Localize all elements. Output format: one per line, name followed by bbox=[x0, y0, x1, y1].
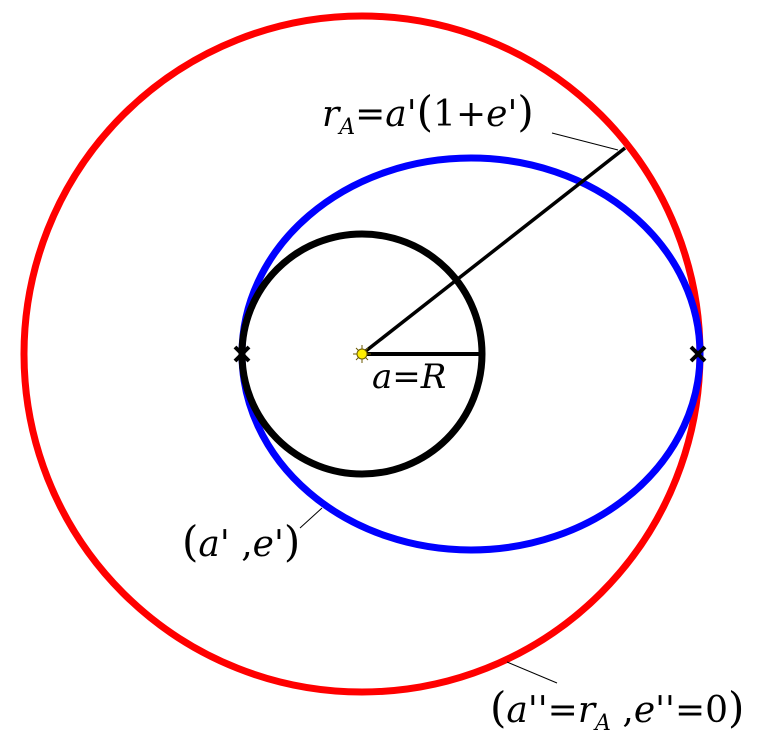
label-a: a bbox=[372, 357, 392, 397]
label-e: e bbox=[634, 690, 655, 731]
initial-radius-label: a=R bbox=[372, 357, 446, 397]
apoapsis-radius-line bbox=[360, 146, 627, 356]
label-prime: ' bbox=[507, 94, 517, 135]
apoapsis-label-leader bbox=[551, 132, 619, 151]
sun-icon bbox=[353, 345, 371, 363]
label-one-plus: 1+ bbox=[433, 94, 486, 135]
label-r: r bbox=[322, 94, 341, 135]
label-zero: 0 bbox=[705, 690, 728, 731]
final-label-leader bbox=[506, 661, 558, 684]
label-sub-A: A bbox=[593, 711, 611, 736]
label-e: e bbox=[486, 94, 507, 135]
label-equals: = bbox=[675, 690, 705, 731]
label-rparen: ) bbox=[517, 87, 533, 136]
label-lparen: ( bbox=[490, 683, 506, 732]
label-rparen: ) bbox=[728, 683, 744, 732]
label-lparen: ( bbox=[182, 517, 198, 566]
apoapsis-radius-label: rA=a'(1+e') bbox=[322, 87, 534, 140]
label-e: e bbox=[253, 524, 274, 565]
label-a: a bbox=[198, 524, 219, 565]
label-rparen: ) bbox=[284, 517, 300, 566]
apoapsis-burn-marker bbox=[689, 345, 707, 363]
label-comma: , bbox=[611, 690, 634, 731]
label-R: R bbox=[420, 357, 447, 397]
label-primes: '' bbox=[655, 690, 675, 731]
label-comma: , bbox=[230, 524, 253, 565]
label-primes: '' bbox=[528, 690, 548, 731]
transfer-label-leader bbox=[299, 507, 323, 529]
label-prime: ' bbox=[274, 524, 284, 565]
label-r: r bbox=[578, 690, 597, 731]
periapsis-burn-marker bbox=[233, 345, 251, 363]
label-a: a bbox=[506, 690, 527, 731]
label-sub-A: A bbox=[337, 115, 355, 140]
label-equals: = bbox=[548, 690, 578, 731]
label-a: a bbox=[385, 94, 406, 135]
label-equals: = bbox=[392, 357, 421, 397]
transfer-orbit-label: (a' ,e') bbox=[182, 517, 300, 566]
label-equals: = bbox=[355, 94, 385, 135]
label-prime: ' bbox=[407, 94, 417, 135]
label-prime: ' bbox=[220, 524, 230, 565]
label-lparen: ( bbox=[417, 87, 433, 136]
final-orbit-label: (a''=rA ,e''=0) bbox=[490, 683, 744, 736]
